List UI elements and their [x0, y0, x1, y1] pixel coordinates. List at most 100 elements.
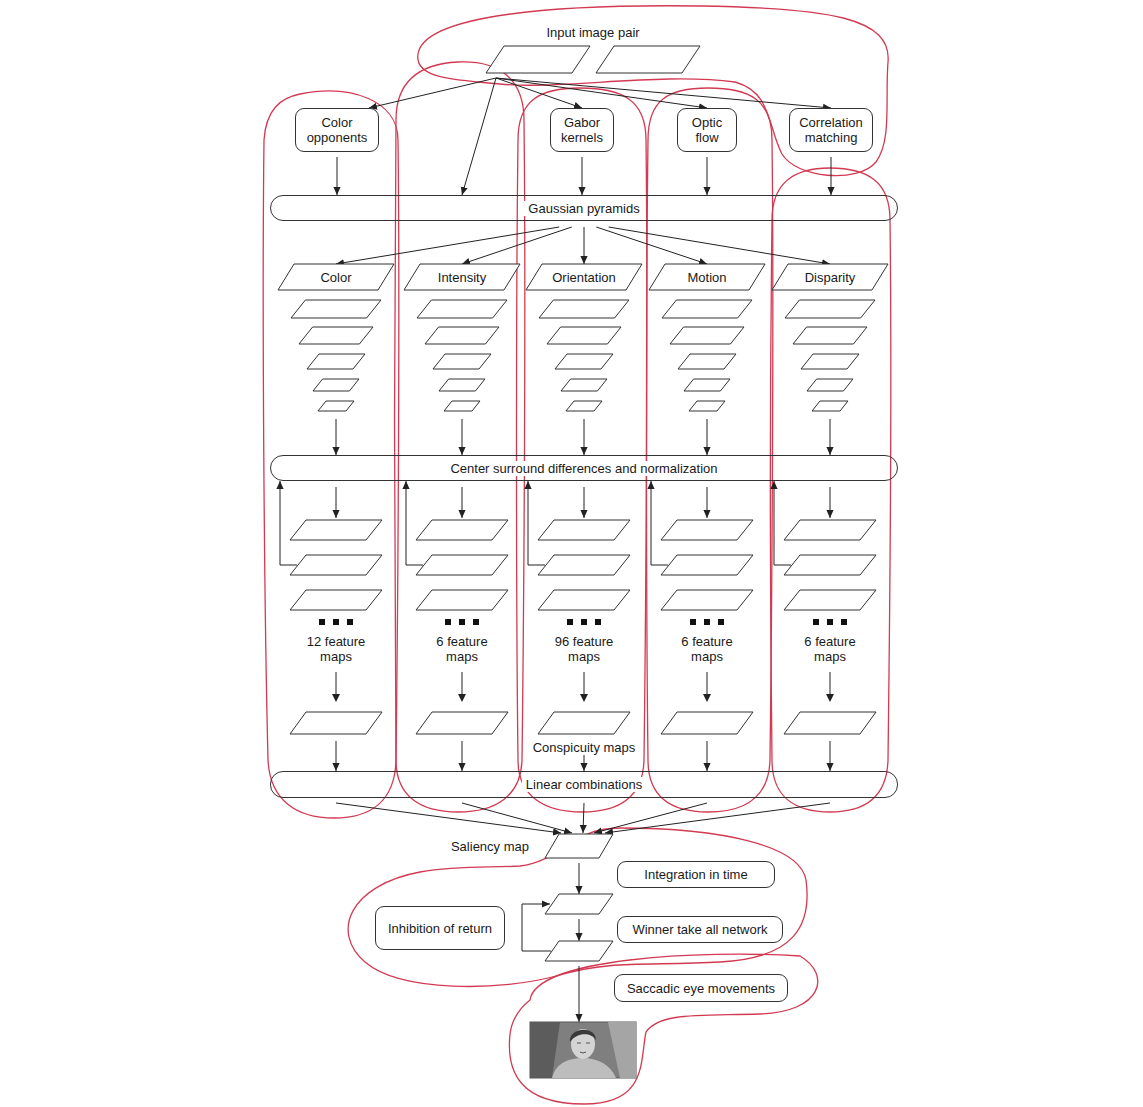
node-outline [416, 518, 508, 736]
channel-heading: Intensity [404, 264, 520, 290]
grouping-loop [509, 954, 817, 1104]
feature-map [784, 520, 876, 540]
stage-label-box: Winner take all network [617, 916, 783, 943]
pyramid-level [433, 354, 491, 369]
ellipsis-dot [347, 619, 353, 625]
arrow-connector [528, 481, 545, 565]
bust-face [577, 1043, 590, 1053]
feature-map [538, 555, 630, 575]
inner-arrow [830, 672, 831, 694]
map-count: 12 feature maps [298, 634, 374, 664]
node-outline [290, 518, 382, 736]
conspicuity-map [290, 712, 382, 734]
pyramid-level [444, 401, 480, 411]
node-text: Disparity [805, 270, 856, 285]
inner-arrow [336, 672, 337, 694]
processing-band: Linear combinations [270, 771, 898, 798]
feature-map [416, 520, 508, 540]
map-caption: Conspicuity maps [530, 740, 639, 755]
arrow-connector [831, 157, 832, 195]
feature-map [290, 520, 382, 540]
arrow-connector [707, 487, 708, 518]
node-outline [545, 834, 613, 858]
feature-map-stack: 6 feature maps [416, 518, 508, 736]
node-text: Winner take all network [632, 922, 767, 937]
channel-heading-frame [278, 264, 394, 290]
map-frame: Saliency map [545, 834, 613, 858]
node-text: Saccadic eye movements [627, 981, 775, 996]
node-outline [661, 518, 753, 736]
feature-map-stack: 96 feature maps [538, 518, 630, 736]
node-text: Input image pair [486, 25, 700, 40]
map-frame: Integration in time [545, 894, 613, 914]
arrow-connector [651, 481, 668, 565]
arrow-connector [336, 741, 337, 771]
pyramid-level [555, 354, 613, 369]
node-outline [486, 46, 700, 73]
feature-channel: Orientation [526, 264, 642, 414]
feature-map [661, 590, 753, 610]
input-image-pair: Input image pair [486, 46, 700, 73]
arrow-connector [830, 419, 831, 455]
arrow-connector [583, 803, 584, 833]
inner-arrow [462, 672, 463, 694]
map-count: 96 feature maps [546, 634, 622, 664]
map-frame [545, 834, 613, 858]
arrow-connector [584, 487, 585, 518]
inner-arrow [584, 672, 585, 694]
pyramid-level [439, 379, 485, 391]
node-outline [530, 1022, 636, 1078]
node-text: 6 feature maps [424, 634, 500, 664]
pyramid-level [547, 327, 621, 344]
node-text: Motion [687, 270, 726, 285]
arrow-connector [496, 78, 831, 108]
arrow-connector [496, 78, 582, 108]
arrow-connector [462, 803, 572, 833]
output-image: Saccadic eye movements [530, 1022, 636, 1078]
arrow-connector [582, 157, 583, 195]
arrow-connector [584, 419, 585, 455]
feature-map [784, 555, 876, 575]
image-light [608, 1022, 636, 1078]
pyramid-level [678, 354, 736, 369]
arrow-connector [707, 741, 708, 771]
node-outline [538, 518, 630, 736]
channel-heading-frame [772, 264, 888, 290]
feature-map [661, 555, 753, 575]
arrow-connector [594, 803, 707, 833]
channel-heading: Orientation [526, 264, 642, 290]
pyramid-level [662, 300, 752, 318]
feature-map [538, 520, 630, 540]
ellipsis-dot [827, 619, 833, 625]
arrow-connector [707, 419, 708, 455]
channel-heading-frame [649, 264, 765, 290]
ellipsis-dot [459, 619, 465, 625]
node-text: 96 feature maps [546, 634, 622, 664]
arrow-head [332, 694, 340, 702]
ellipsis-dot [445, 619, 451, 625]
pyramid-level [539, 300, 629, 318]
node-outline [649, 264, 765, 414]
arrow-connector [406, 481, 423, 565]
feature-map [784, 590, 876, 610]
pyramid-level [689, 401, 725, 411]
bust-shoulders [552, 1058, 616, 1078]
arrow-connector [336, 803, 561, 833]
pyramid-level [785, 300, 875, 318]
feature-map-stack: 12 feature maps [290, 518, 382, 736]
node-text: Optic flow [684, 115, 730, 145]
ellipsis-dot [319, 619, 325, 625]
node-outline [784, 518, 876, 736]
feature-map-stack: 6 feature maps [784, 518, 876, 736]
node-text: Gaussian pyramids [524, 201, 643, 216]
node-outline [545, 894, 613, 914]
pyramid-level [684, 379, 730, 391]
arrow-connector [462, 78, 496, 195]
feature-map [416, 590, 508, 610]
node-text: Color [320, 270, 351, 285]
stage-label-box: Saccadic eye movements [614, 974, 788, 1002]
feature-map [290, 590, 382, 610]
channel-heading-frame [404, 264, 520, 290]
arrow-head [826, 694, 834, 702]
pyramid-level [307, 354, 365, 369]
